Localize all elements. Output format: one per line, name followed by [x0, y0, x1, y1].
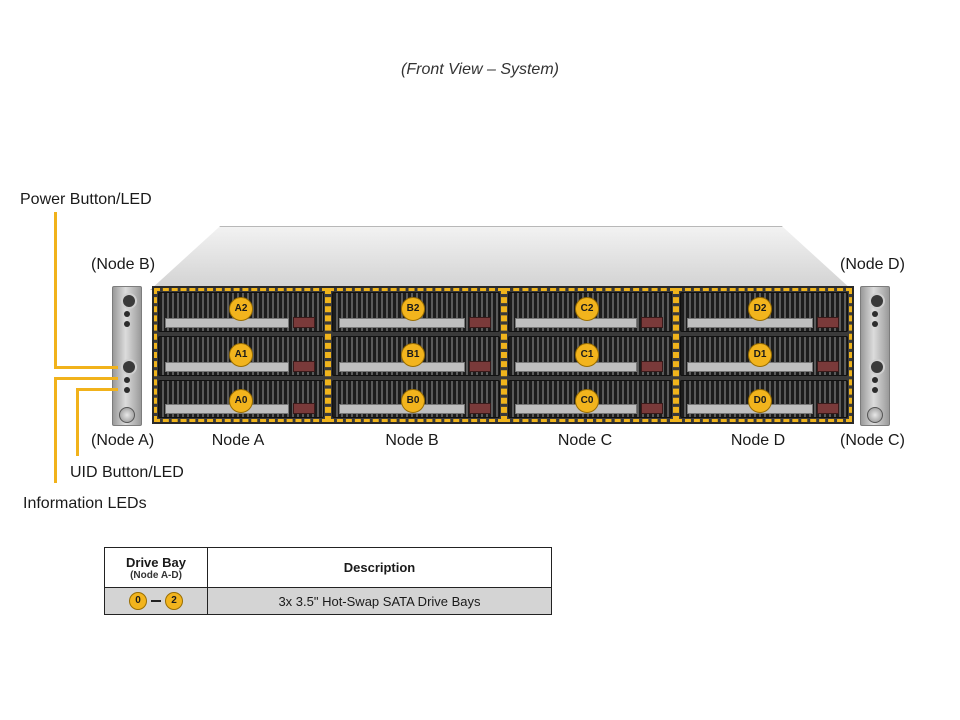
ear-label-node-d: (Node D)	[840, 256, 905, 273]
uid-button-label: UID Button/LED	[70, 464, 184, 481]
bay-badge-b2: B2	[401, 297, 425, 321]
node-b-uid-led	[124, 311, 130, 317]
bay-badge-d2: D2	[748, 297, 772, 321]
info-callout-line	[54, 377, 57, 483]
chassis-top	[150, 226, 852, 290]
power-callout-line	[54, 366, 118, 369]
bay-badge-c2: C2	[575, 297, 599, 321]
node-d-info-led	[872, 321, 878, 327]
bay-badge-b1: B1	[401, 343, 425, 367]
node-b-label: Node B	[385, 432, 439, 449]
range-end-badge: 2	[165, 592, 183, 610]
node-a-info-led	[124, 387, 130, 393]
legend-header-subtitle: (Node A-D)	[130, 569, 182, 581]
node-d-label: Node D	[730, 432, 786, 449]
bay-badge-a1: A1	[229, 343, 253, 367]
node-c-label: Node C	[557, 432, 613, 449]
legend-header-description: Description	[207, 547, 552, 588]
information-leds-label: Information LEDs	[23, 495, 147, 512]
bay-badge-c1: C1	[575, 343, 599, 367]
node-b-power-button[interactable]	[121, 293, 137, 309]
bay-badge-b0: B0	[401, 389, 425, 413]
ear-label-node-b: (Node B)	[91, 256, 156, 273]
node-a-label: Node A	[211, 432, 265, 449]
legend-description-cell: 3x 3.5" Hot-Swap SATA Drive Bays	[207, 587, 552, 615]
node-d-uid-led	[872, 311, 878, 317]
bay-badge-d1: D1	[748, 343, 772, 367]
legend-header-drive-bay: Drive Bay (Node A-D)	[104, 547, 208, 588]
right-control-panel	[860, 286, 890, 426]
drive-bay[interactable]	[508, 292, 672, 332]
ear-label-node-c: (Node C)	[840, 432, 905, 449]
power-button-label: Power Button/LED	[20, 191, 152, 208]
range-dash	[151, 600, 161, 602]
bay-badge-d0: D0	[748, 389, 772, 413]
bay-badge-a0: A0	[229, 389, 253, 413]
bay-badge-a2: A2	[229, 297, 253, 321]
node-a-uid-led	[124, 377, 130, 383]
node-c-power-button[interactable]	[869, 359, 885, 375]
node-a-power-button[interactable]	[121, 359, 137, 375]
uid-callout-line	[76, 388, 79, 456]
node-c-info-led	[872, 387, 878, 393]
node-d-power-button[interactable]	[869, 293, 885, 309]
node-c-uid-led	[872, 377, 878, 383]
bay-badge-c0: C0	[575, 389, 599, 413]
left-control-panel	[112, 286, 142, 426]
info-callout-line	[54, 377, 118, 380]
left-thumbscrew-icon	[119, 407, 135, 423]
node-b-info-led	[124, 321, 130, 327]
right-thumbscrew-icon	[867, 407, 883, 423]
diagram-title: (Front View – System)	[401, 61, 559, 78]
uid-callout-line	[76, 388, 118, 391]
ear-label-node-a: (Node A)	[91, 432, 155, 449]
range-start-badge: 0	[129, 592, 147, 610]
power-callout-line	[54, 212, 57, 368]
